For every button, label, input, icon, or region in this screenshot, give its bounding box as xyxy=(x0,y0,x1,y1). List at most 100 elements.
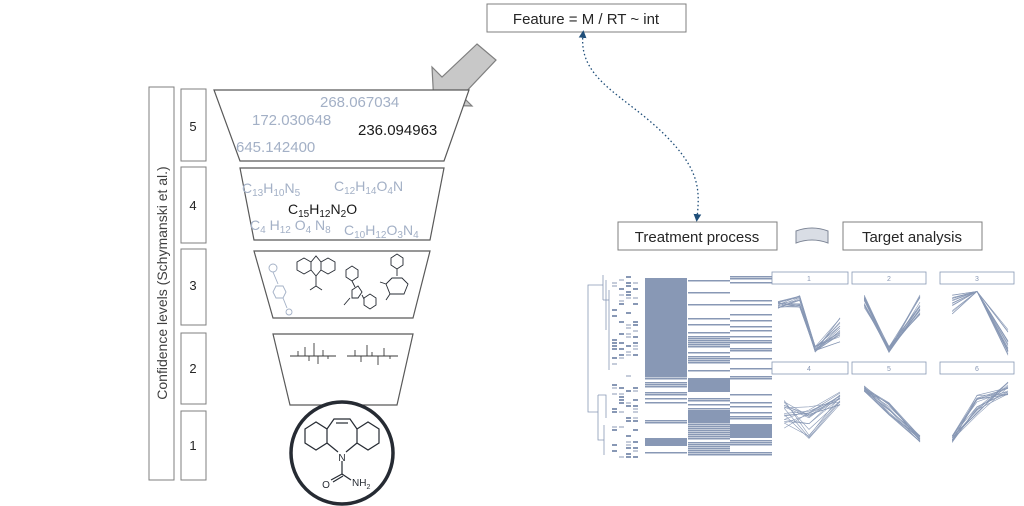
annotation-cell xyxy=(626,297,631,299)
cluster-profile-line xyxy=(784,398,841,417)
heatmap-row xyxy=(645,398,687,400)
treatment-label: Treatment process xyxy=(635,229,760,246)
annotation-cell xyxy=(626,375,631,377)
heatmap-row xyxy=(688,344,730,346)
mass-selected: 236.094963 xyxy=(358,122,437,139)
cluster-panel: 1 xyxy=(771,271,849,353)
atom-o-label: O xyxy=(322,480,330,491)
cluster-profile-line xyxy=(951,385,1009,442)
annotation-cell xyxy=(612,285,617,287)
annotation-cell xyxy=(633,297,638,299)
cluster-panel-header xyxy=(851,271,927,285)
heatmap-row xyxy=(730,330,772,332)
cluster-profile-line xyxy=(777,296,841,352)
annotation-cell xyxy=(633,336,638,338)
heatmap-row xyxy=(688,280,730,282)
annotation-cell xyxy=(612,309,617,311)
cluster-panel-header xyxy=(771,361,849,375)
heatmap-row xyxy=(688,304,730,306)
level-4-number: 4 xyxy=(189,198,196,213)
heatmap-row xyxy=(730,350,772,352)
annotation-cell xyxy=(633,282,638,284)
annotation-cell xyxy=(626,336,631,338)
heatmap-row xyxy=(688,398,730,400)
cluster-profile-line xyxy=(951,386,1009,441)
heatmap-row xyxy=(688,454,730,456)
cluster-profile-line xyxy=(777,296,841,348)
annotation-cell xyxy=(619,399,624,401)
heatmap-row xyxy=(730,326,772,328)
annotation-cell xyxy=(612,444,617,446)
candidate-structure xyxy=(268,263,293,316)
target-box: Target analysis xyxy=(842,221,983,251)
heatmap-row xyxy=(688,336,730,338)
heatmap-row xyxy=(730,402,772,404)
cluster-panel: 6 xyxy=(939,361,1015,443)
level-1-number: 1 xyxy=(189,438,196,453)
heatmap-row xyxy=(645,392,687,394)
heatmap-block xyxy=(645,438,687,446)
annotation-cell xyxy=(633,420,638,422)
annotation-cell xyxy=(612,345,617,347)
annotation-cell xyxy=(626,453,631,455)
annotation-cell xyxy=(633,429,638,431)
annotation-cell xyxy=(626,327,631,329)
heatmap-row xyxy=(688,318,730,320)
annotation-cell xyxy=(612,393,617,395)
heatmap-block xyxy=(645,278,687,376)
cluster-profile-line xyxy=(784,397,841,414)
heatmap-row xyxy=(688,358,730,360)
annotation-cell xyxy=(626,447,631,449)
formula-faded: C13H10N5 xyxy=(242,180,301,199)
annotation-cell xyxy=(633,387,638,389)
funnel-level-2 xyxy=(272,333,414,406)
cluster-profile-line xyxy=(783,401,841,438)
heatmap-row xyxy=(688,324,730,326)
annotation-cell xyxy=(619,456,624,458)
heatmap-row xyxy=(730,442,772,444)
annotation-cell xyxy=(633,342,638,344)
heatmap-row xyxy=(688,422,730,424)
cluster-panel-label: 2 xyxy=(887,276,891,283)
level-5-number: 5 xyxy=(189,119,196,134)
cluster-panel: 3 xyxy=(939,271,1015,356)
heatmap-row xyxy=(645,378,687,380)
annotation-cell xyxy=(619,300,624,302)
annotation-cell xyxy=(626,390,631,392)
annotation-cell xyxy=(612,411,617,413)
annotation-cell xyxy=(633,288,638,290)
mass-faded: 645.142400 xyxy=(236,139,315,156)
cluster-panel-header xyxy=(939,271,1015,285)
cluster-profile-line xyxy=(864,386,921,439)
heatmap-row xyxy=(730,320,772,322)
atom-n-label: N xyxy=(338,453,345,464)
cluster-profile-line xyxy=(784,396,841,437)
cluster-profile-line xyxy=(863,299,921,353)
heatmap-row xyxy=(645,382,687,384)
atom-nh2-label: NH2 xyxy=(352,478,370,491)
heatmap-block xyxy=(688,410,730,422)
funnel-level-4: C13H10N5 C12H14O4N C15H12N2O C4 H12 O4 N… xyxy=(239,167,445,241)
heatmap-row xyxy=(688,424,730,426)
wave-connector-icon xyxy=(795,227,829,244)
ms-spectrum xyxy=(347,345,398,365)
cluster-profile-line xyxy=(864,390,921,438)
heatmap-row xyxy=(688,356,730,358)
cluster-profile-line xyxy=(777,299,841,350)
cluster-profile-line xyxy=(784,396,841,429)
annotation-cell xyxy=(633,345,638,347)
dendrogram xyxy=(587,275,610,455)
annotation-cell xyxy=(633,390,638,392)
heatmap-row xyxy=(645,376,687,378)
annotation-cell xyxy=(626,402,631,404)
heatmap-block xyxy=(730,424,772,438)
heatmap-row xyxy=(688,428,730,430)
heatmap-row xyxy=(688,360,730,362)
level-1-identified-structure: N O NH2 xyxy=(289,400,395,506)
heatmap-row xyxy=(730,394,772,396)
annotation-cell xyxy=(626,276,631,278)
heatmap-row xyxy=(688,452,730,454)
heatmap-row xyxy=(645,384,687,386)
cluster-profile-line xyxy=(783,400,841,436)
